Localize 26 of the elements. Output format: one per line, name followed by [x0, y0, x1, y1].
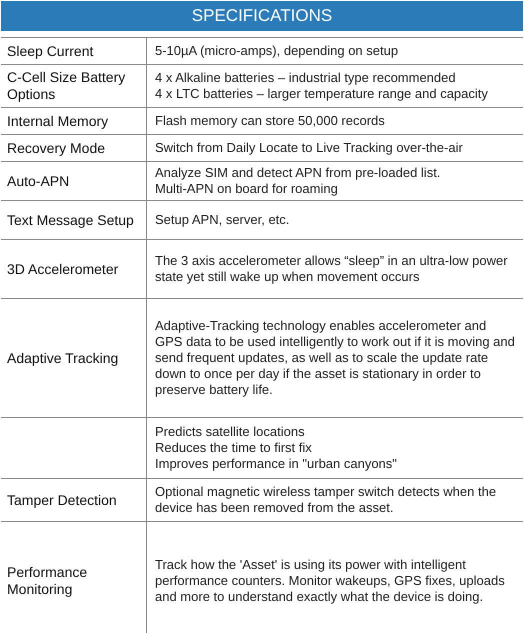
spec-value: 4 x LTC batteries – larger temperature range and capacity	[155, 86, 489, 102]
spec-value: Reduces the time to first fix	[155, 440, 313, 456]
spec-value: Predicts satellite locations	[155, 424, 306, 440]
spec-name: Text Message Setup	[7, 212, 135, 228]
table-header: SPECIFICATIONS	[1, 1, 523, 31]
spec-name: 3D Accelerometer	[7, 260, 120, 278]
spec-name: Sleep Current	[7, 42, 94, 60]
spec-name: Performance Monitoring	[7, 564, 88, 598]
spec-value: Switch from Daily Locate to Live Tracking over-the-air	[155, 140, 464, 156]
spec-value: 4 x Alkaline batteries – industrial type recommended	[155, 70, 457, 86]
spec-value: Optional magnetic wireless tamper switch detects when the device has been removed from the asset.	[155, 484, 498, 516]
spec-name: Tamper Detection	[7, 492, 118, 508]
spec-name: Recovery Mode	[7, 140, 106, 156]
spec-value: Track how the 'Asset' is using its power with intelligent performance counters. Monitor wakeups, GPS fixes, uploads and more to understand exactly what the device is doing.	[155, 557, 506, 605]
spec-value: Adaptive-Tracking technology enables accelerometer and GPS data to be used intelligently to work out if it is moving and send frequent updates, as well as to scale the update rate down to once per day if the asset is stationary in order to preserve battery life.	[155, 318, 516, 398]
spec-name: C-Cell Size Battery Options	[7, 69, 126, 103]
spec-value: Multi-APN on board for roaming	[155, 181, 339, 197]
spec-value: 5-10µA (micro-amps), depending on setup	[155, 43, 400, 59]
spec-name: Auto-APN	[7, 172, 70, 190]
spec-value: Analyze SIM and detect APN from pre-loaded list.	[155, 165, 442, 181]
spec-name: Internal Memory	[7, 112, 110, 130]
spec-name: Adaptive Tracking	[7, 350, 120, 366]
spec-value: Improves performance in "urban canyons"	[155, 456, 398, 472]
spec-value: Setup APN, server, etc.	[155, 212, 290, 228]
spec-value: The 3 axis accelerometer allows “sleep” in an ultra-low power state yet still wake up when movement occurs	[155, 253, 509, 285]
spec-value: Flash memory can store 50,000 records	[155, 113, 386, 129]
